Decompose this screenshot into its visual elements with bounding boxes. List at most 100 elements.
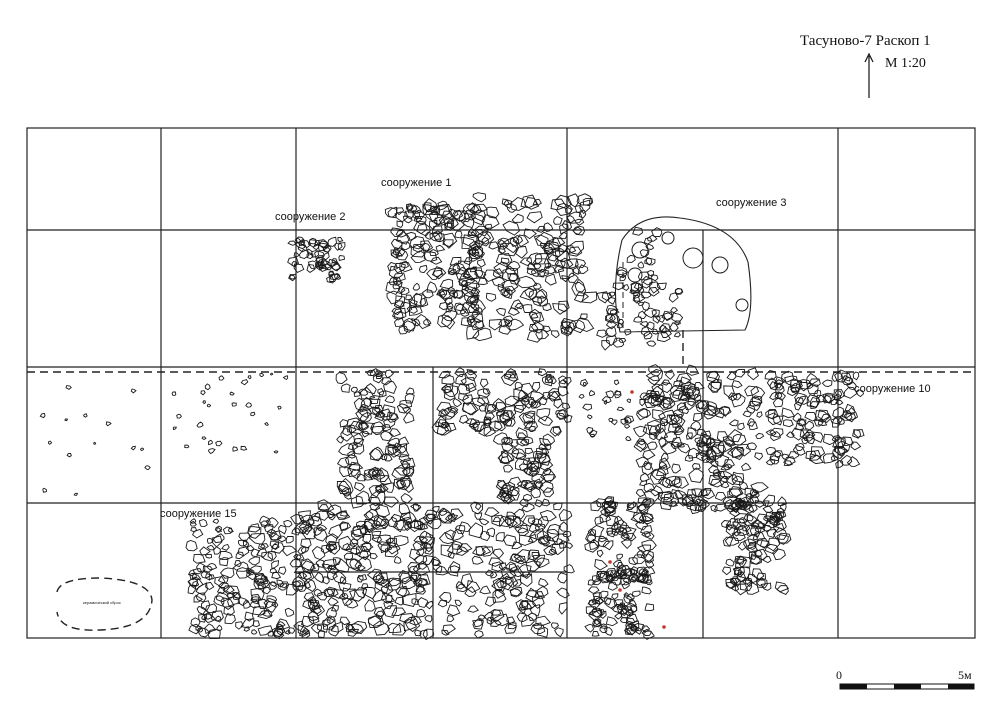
stone [646, 441, 658, 450]
stone [210, 610, 224, 623]
stone [726, 446, 744, 461]
stone [786, 386, 798, 397]
stone [651, 309, 660, 318]
stone [409, 615, 423, 626]
stone [523, 228, 537, 240]
stone [500, 455, 510, 465]
stone [526, 328, 543, 343]
stone [764, 370, 777, 381]
stone [561, 275, 571, 283]
stone [460, 377, 477, 391]
stone [778, 534, 789, 545]
stone [805, 434, 816, 445]
stone [741, 462, 752, 472]
stone [257, 609, 272, 619]
stone [452, 528, 464, 542]
stone [495, 253, 513, 268]
stone [405, 387, 415, 395]
stone [144, 465, 151, 470]
stone [39, 413, 46, 419]
stone [701, 489, 716, 500]
stone [497, 246, 506, 255]
stone [502, 267, 519, 281]
stone [405, 203, 414, 211]
stone [372, 574, 385, 586]
stone [140, 447, 144, 452]
stone [383, 418, 396, 428]
stone [447, 514, 459, 523]
stone [769, 427, 784, 438]
stone [629, 566, 639, 576]
stone [497, 237, 510, 248]
stone [66, 453, 72, 458]
stone [808, 378, 821, 388]
stone [558, 231, 568, 240]
stone [269, 567, 278, 574]
stone [339, 576, 347, 585]
stone [675, 423, 685, 434]
stone [579, 199, 591, 215]
stone [532, 282, 542, 290]
stone [439, 278, 454, 290]
stone [550, 622, 560, 630]
stone [270, 532, 282, 541]
stone [232, 561, 250, 572]
stone [728, 419, 739, 427]
stone [582, 382, 587, 387]
stone [503, 464, 514, 473]
stone [422, 628, 435, 641]
stone [448, 208, 459, 217]
stone [266, 528, 277, 538]
stone [402, 320, 416, 333]
stone [396, 220, 404, 228]
stone [500, 449, 509, 458]
stone [513, 399, 526, 411]
stone [442, 232, 458, 249]
stone [821, 379, 833, 387]
stone [486, 206, 500, 219]
stone [769, 450, 782, 462]
stone [703, 409, 717, 420]
stone [518, 396, 536, 409]
stone [428, 219, 438, 231]
stone [572, 225, 585, 236]
stone [649, 469, 665, 485]
stone [834, 389, 843, 398]
stone [470, 286, 481, 294]
stone [514, 381, 524, 390]
stone [540, 498, 551, 507]
stone [419, 297, 427, 307]
stone [325, 533, 338, 547]
stone [831, 434, 841, 443]
stone [392, 247, 401, 256]
stone [340, 510, 348, 517]
stone [384, 445, 397, 456]
stone [231, 402, 237, 407]
stone [412, 579, 423, 587]
stone [477, 258, 486, 268]
pit-circle [627, 267, 643, 283]
stone [501, 198, 510, 206]
stone [333, 589, 346, 599]
stone [270, 581, 278, 587]
stone [358, 422, 375, 435]
stone [193, 553, 206, 564]
stone [638, 511, 654, 523]
stone [502, 315, 514, 325]
stone [641, 291, 652, 299]
red-find-marker [618, 588, 622, 592]
stone [574, 278, 586, 293]
stone [658, 476, 671, 488]
stone [813, 418, 823, 427]
stone [731, 447, 742, 459]
stone [625, 435, 632, 442]
stone [741, 523, 751, 532]
stone [616, 266, 628, 276]
stone [261, 609, 273, 617]
stone [273, 630, 285, 640]
stone [673, 379, 683, 388]
stone [647, 374, 660, 386]
stone [184, 444, 190, 449]
stone [645, 243, 655, 250]
stone [498, 324, 512, 335]
